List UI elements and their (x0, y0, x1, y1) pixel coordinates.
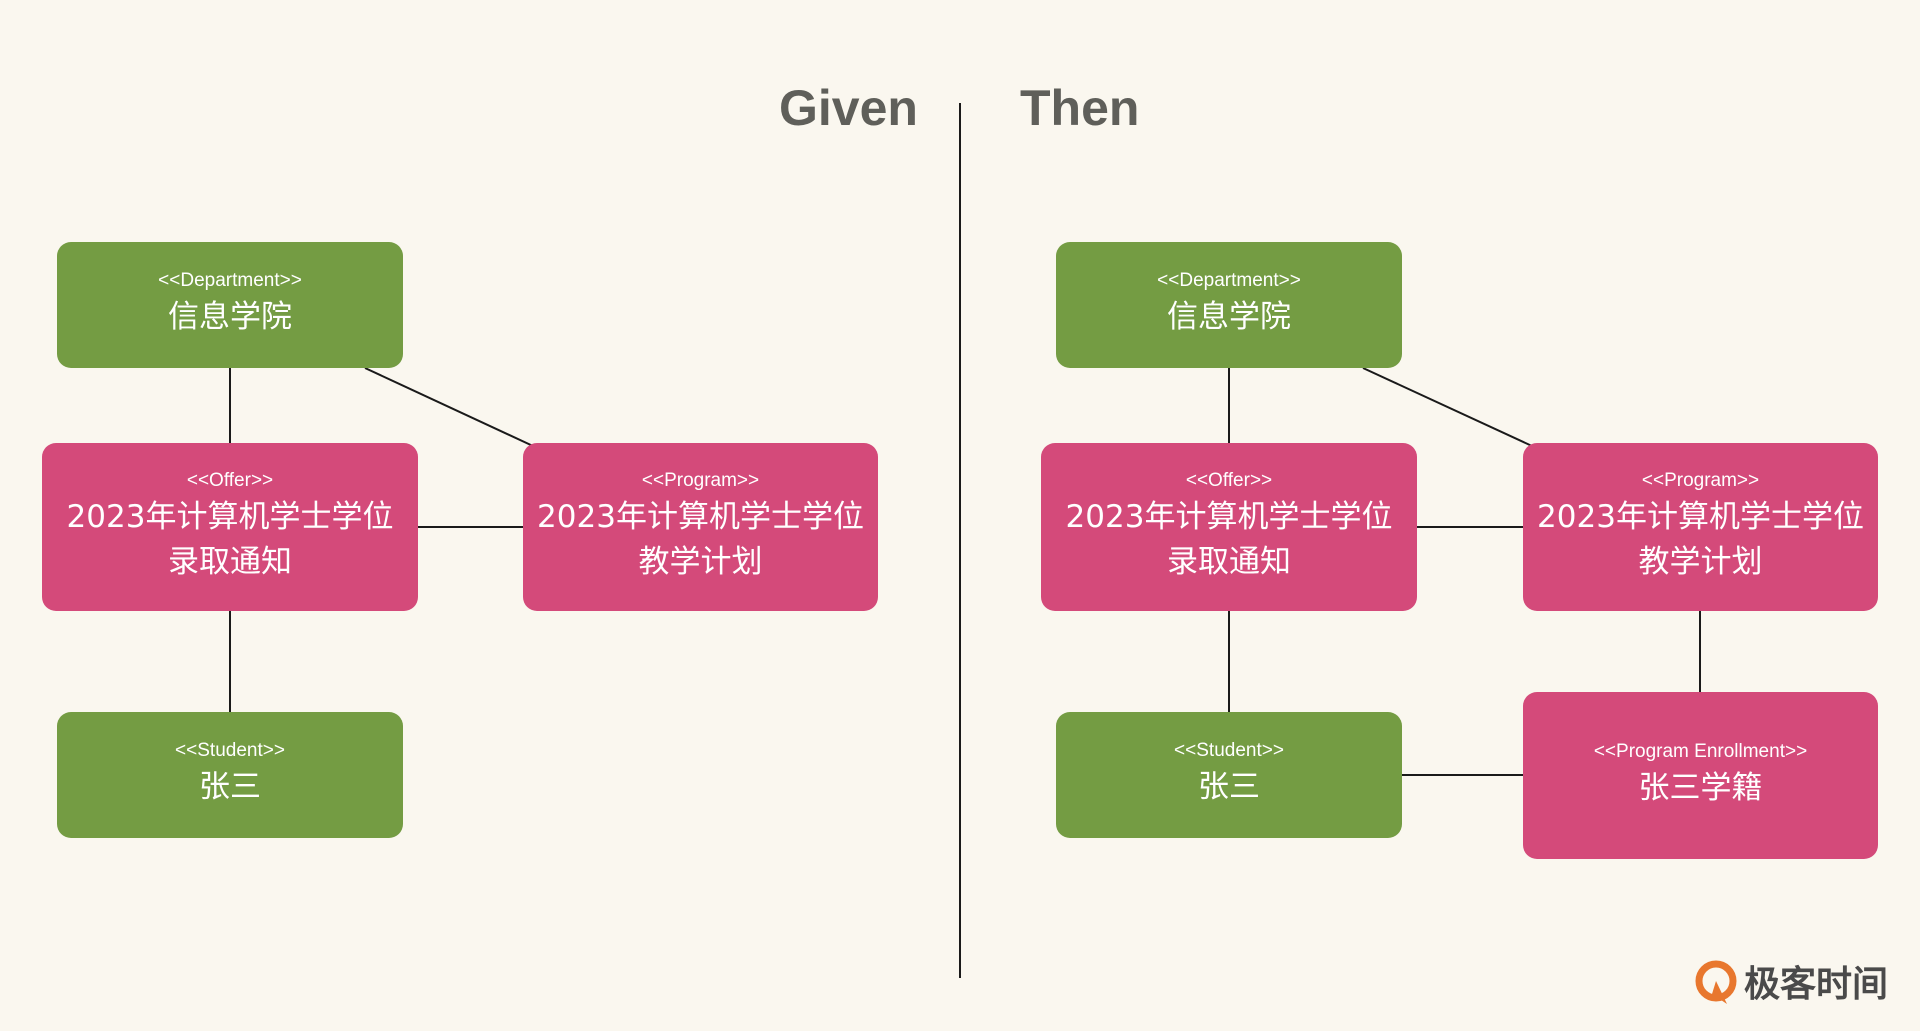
stereotype-label: <<Program>> (641, 469, 760, 491)
stereotype-label: <<Program Enrollment>> (1593, 740, 1808, 762)
node-name: 张三 (1198, 769, 1260, 805)
node-name: 张三学籍 (1638, 769, 1763, 806)
then-heading: Then (1020, 80, 1140, 136)
node-name: 信息学院 (168, 299, 292, 335)
node-name-line2: 教学计划 (638, 543, 763, 580)
given-department-node: <<Department>> 信息学院 (57, 242, 403, 368)
then-program-enrollment-node: <<Program Enrollment>> 张三学籍 (1523, 692, 1878, 859)
geektime-logo-icon (1695, 960, 1737, 1004)
node-name-line2: 录取通知 (1167, 543, 1291, 580)
brand-text: 极客时间 (1744, 964, 1889, 1005)
then-program-node: <<Program>> 2023年计算机学士学位 教学计划 (1523, 443, 1878, 611)
node-name-line1: 2023年计算机学士学位 (537, 498, 864, 535)
then-student-node: <<Student>> 张三 (1056, 712, 1402, 838)
stereotype-label: <<Student>> (175, 740, 285, 761)
then-offer-node: <<Offer>> 2023年计算机学士学位 录取通知 (1041, 443, 1417, 611)
stereotype-label: <<Program>> (1641, 469, 1760, 491)
then-department-node: <<Department>> 信息学院 (1056, 242, 1402, 368)
node-name-line1: 2023年计算机学士学位 (66, 498, 394, 535)
stereotype-label: <<Offer>> (186, 469, 274, 491)
node-name-line2: 教学计划 (1638, 543, 1763, 580)
given-offer-node: <<Offer>> 2023年计算机学士学位 录取通知 (42, 443, 418, 611)
node-name: 张三 (199, 769, 261, 805)
stereotype-label: <<Offer>> (1185, 469, 1273, 491)
given-heading: Given (779, 80, 918, 136)
brand-watermark: 极客时间 (1694, 960, 1888, 1010)
given-department-program-connector (364, 367, 534, 447)
node-name-line1: 2023年计算机学士学位 (1065, 498, 1393, 535)
node-name: 信息学院 (1167, 299, 1291, 335)
stereotype-label: <<Department>> (1157, 270, 1301, 291)
given-program-node: <<Program>> 2023年计算机学士学位 教学计划 (523, 443, 878, 611)
node-name-line1: 2023年计算机学士学位 (1537, 498, 1864, 535)
given-student-node: <<Student>> 张三 (57, 712, 403, 838)
stereotype-label: <<Department>> (158, 270, 302, 291)
then-department-program-connector (1362, 367, 1533, 447)
stereotype-label: <<Student>> (1174, 740, 1284, 761)
node-name-line2: 录取通知 (168, 543, 292, 580)
